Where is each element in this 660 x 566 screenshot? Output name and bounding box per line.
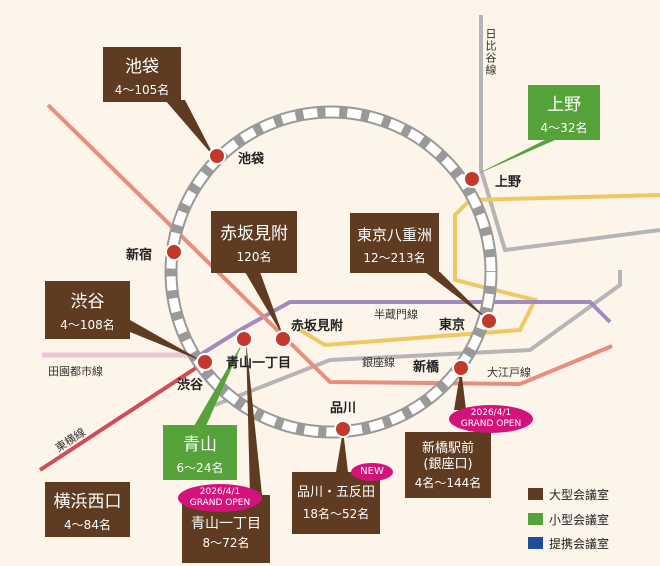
shibuya-callout-pointer	[130, 320, 204, 362]
location-name: 赤坂見附	[220, 224, 288, 244]
tokyo-yaesu-callout-pointer	[425, 272, 488, 320]
badge-date: 2026/4/1	[199, 487, 241, 497]
station-label-ueno: 上野	[495, 175, 522, 190]
location-capacity: 120名	[236, 250, 272, 264]
station-label-shinjuku: 新宿	[126, 248, 153, 263]
legend-swatch	[528, 488, 543, 500]
station-dot-tokyo	[480, 312, 498, 330]
location-box-ikebukuro[interactable]: 池袋 4～105名	[103, 47, 181, 102]
location-capacity: 18名～52名	[302, 507, 370, 521]
location-capacity: 8～72名	[202, 536, 250, 550]
grand-open-badge-aoyama-itchome: 2026/4/1 GRAND OPEN	[178, 484, 262, 512]
location-name: 横浜西口	[53, 492, 122, 512]
location-box-aoyama[interactable]: 青山 6～24名	[163, 425, 237, 480]
station-label-shimbashi: 新橋	[413, 360, 440, 375]
location-box-shimbashi-ekimae[interactable]: 新橋駅前 (銀座口) 4名～144名	[405, 432, 491, 498]
station-dot-ikebukuro	[208, 147, 226, 165]
location-capacity: 12～213名	[363, 251, 426, 265]
legend-label: 小型会議室	[549, 513, 610, 527]
station-label-aoyama-itchome: 青山一丁目	[226, 356, 292, 371]
location-box-shibuya[interactable]: 渋谷 4～108名	[45, 281, 130, 339]
station-dot-shinjuku	[165, 243, 183, 261]
location-name: 新橋駅前 (銀座口)	[421, 441, 474, 472]
legend-swatch	[528, 513, 543, 525]
shimbashi-callout-pointer	[454, 368, 466, 410]
new-badge-shinagawa: NEW	[351, 463, 393, 481]
station-dot-akasaka-mitsuke	[274, 330, 292, 348]
location-box-tokyo-yaesu[interactable]: 東京八重洲 12～213名	[350, 213, 439, 273]
station-label-akasaka-mitsuke: 赤坂見附	[291, 319, 344, 334]
location-capacity: 4～108名	[60, 318, 115, 332]
line-label-ginza: 銀座線	[362, 356, 395, 369]
location-name: 渋谷	[70, 292, 105, 312]
location-capacity: 4～84名	[64, 518, 111, 532]
location-name: 上野	[547, 95, 581, 115]
gray-line-south	[214, 270, 622, 407]
aoyama-callout-pointer	[194, 340, 244, 426]
line-label-denentoshi: 田園都市線	[48, 365, 103, 378]
location-name: 青山	[183, 435, 217, 455]
location-box-shinagawa-gotanda[interactable]: 品川・五反田 18名～52名	[292, 472, 380, 534]
station-label-shinagawa: 品川	[330, 401, 357, 416]
legend-label: 提携会議室	[549, 537, 610, 551]
legend-swatch	[528, 537, 543, 549]
badge-text: GRAND OPEN	[189, 498, 251, 508]
location-name: 池袋	[125, 57, 159, 77]
yamanote-line-inner	[166, 107, 496, 437]
location-name: 品川・五反田	[296, 485, 375, 500]
legend-item-small: 小型会議室	[528, 511, 609, 528]
hibiya-line	[479, 15, 660, 253]
location-capacity: 4～105名	[114, 83, 170, 97]
akasaka-callout-pointer	[245, 272, 284, 338]
location-capacity: 4～32名	[540, 121, 588, 135]
location-name: 青山一丁目	[191, 516, 261, 532]
line-label-hibiya: 日比谷線	[484, 28, 497, 76]
station-dot-shimbashi	[452, 359, 470, 377]
line-label-hanzomon: 半蔵門線	[374, 308, 418, 321]
line-label-oedo: 大江戸線	[487, 366, 531, 379]
location-box-ueno[interactable]: 上野 4～32名	[528, 85, 600, 140]
station-dot-shibuya	[196, 353, 214, 371]
badge-date: 2026/4/1	[470, 408, 512, 418]
station-dot-ueno	[463, 170, 481, 188]
legend-item-large: 大型会議室	[528, 486, 609, 503]
station-label-shibuya: 渋谷	[177, 378, 204, 393]
legend-label: 大型会議室	[549, 488, 610, 502]
shinagawa-callout-pointer	[336, 430, 348, 472]
legend-item-partner: 提携会議室	[528, 535, 609, 552]
station-dot-shinagawa	[334, 420, 352, 438]
station-label-ikebukuro: 池袋	[238, 152, 265, 167]
station-label-tokyo: 東京	[439, 318, 466, 333]
location-capacity: 6～24名	[176, 461, 224, 475]
badge-text: GRAND OPEN	[460, 419, 522, 429]
station-dot-aoyama-itchome	[235, 330, 253, 348]
oedo-line	[46, 103, 613, 387]
location-box-akasaka-mitsuke[interactable]: 赤坂見附 120名	[211, 211, 297, 273]
ueno-callout-pointer	[473, 140, 555, 176]
toyoko-line	[38, 360, 207, 472]
location-name: 東京八重洲	[356, 226, 432, 244]
aoyama-itchome-callout-pointer	[246, 340, 262, 495]
location-box-yokohama-nishiguchi[interactable]: 横浜西口 4～84名	[45, 482, 130, 537]
ikebukuro-callout-pointer	[165, 100, 215, 158]
grand-open-badge-shimbashi: 2026/4/1 GRAND OPEN	[449, 405, 533, 433]
location-capacity: 4名～144名	[414, 476, 482, 490]
